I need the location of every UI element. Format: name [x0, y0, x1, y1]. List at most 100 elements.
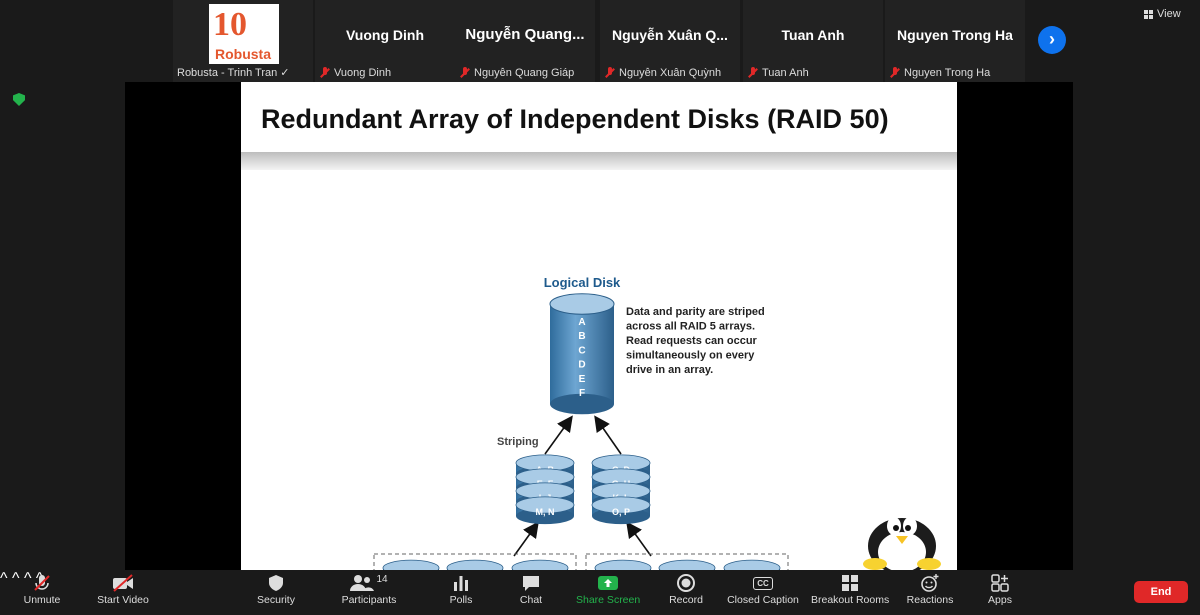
meeting-toolbar: Unmute ^ Start Video ^ Security 14 Parti… [0, 570, 1200, 615]
mic-off-icon [34, 575, 50, 591]
participant-display-3: Nguyễn Xuân Q... [612, 27, 728, 43]
note-line: across all RAID 5 arrays. [626, 321, 755, 333]
raid5-disk-3: CGParity0 [594, 559, 652, 570]
participant-tile-3[interactable]: Nguyễn Xuân Q... Nguyễn Xuân Quỳnh [600, 0, 740, 82]
video-off-icon [113, 574, 133, 592]
participant-tile-5[interactable]: Nguyen Trong Ha Nguyen Trong Ha [885, 0, 1025, 82]
encryption-shield-icon[interactable] [13, 93, 25, 106]
mic-muted-icon [747, 67, 759, 79]
penguin-sticker [863, 517, 941, 570]
raid5-disk-5: ParityHLParity [723, 559, 781, 570]
closed-caption-button[interactable]: CC Closed Caption [727, 576, 799, 606]
next-participants-button[interactable]: › [1038, 26, 1066, 54]
participant-name-3: Nguyễn Xuân Quỳnh [619, 67, 722, 79]
record-icon [677, 574, 695, 592]
stripe-set-1: C, DG, HK, LO, P [591, 454, 651, 525]
arrow [544, 415, 573, 455]
note-line: Data and parity are striped [626, 306, 765, 318]
record-button[interactable]: Record [667, 572, 705, 612]
audio-options-caret[interactable]: ^ [0, 570, 8, 587]
logical-disk-letter: F [579, 388, 585, 399]
chat-button[interactable]: Chat [516, 572, 546, 612]
slide-title: Redundant Array of Independent Disks (RA… [261, 104, 889, 134]
logo-number: 10 [213, 6, 247, 43]
arrow [626, 521, 652, 557]
view-label: View [1157, 8, 1181, 20]
arrows [513, 415, 652, 557]
participant-name-0: Robusta - Trinh Tran✓ [177, 66, 290, 80]
shared-screen: Redundant Array of Independent Disks (RA… [125, 82, 1073, 570]
raid5-arrays: AEParityM BParityIN ParityFJParity CGParity… [373, 553, 789, 570]
verified-check-icon: ✓ [280, 67, 290, 79]
closed-caption-icon: CC [753, 576, 773, 590]
participants-options-caret[interactable]: ^ [23, 570, 32, 587]
raid5-disk-2: ParityFJParity [511, 559, 569, 570]
chevron-right-icon: › [1049, 29, 1055, 49]
polls-button[interactable]: Polls [445, 572, 477, 612]
logical-disk-letter: D [578, 360, 585, 371]
arrow [594, 415, 622, 455]
mic-muted-icon [604, 67, 616, 79]
security-button[interactable]: Security [254, 572, 298, 612]
arrow [513, 521, 539, 557]
raid5-disk-4: 0ParityKP [658, 559, 716, 570]
title-divider [241, 152, 957, 170]
logical-disk-letter: A [578, 317, 585, 328]
striping-note: Data and parity are striped across all RA… [626, 306, 765, 376]
participant-display-2: Nguyễn Quang... [465, 26, 585, 43]
video-options-caret[interactable]: ^ [11, 570, 20, 587]
participant-display-5: Nguyen Trong Ha [897, 27, 1013, 43]
logical-disk-cylinder [549, 293, 615, 415]
apps-button[interactable]: Apps [984, 572, 1016, 612]
logical-disk-letter: C [578, 345, 585, 356]
disk-label: M, N [536, 507, 555, 517]
unmute-button[interactable]: Unmute [18, 572, 66, 612]
participant-name-2: Nguyễn Quang Giáp [474, 67, 575, 79]
note-line: drive in an array. [626, 364, 713, 376]
participant-tile-4[interactable]: Tuan Anh Tuan Anh [743, 0, 883, 82]
disk-label: O, P [612, 507, 630, 517]
view-button[interactable]: View [1144, 8, 1181, 20]
logical-disk-letter: B [578, 331, 585, 342]
raid5-disk-0: AEParityM [382, 559, 440, 570]
share-screen-button[interactable]: Share Screen [576, 572, 640, 612]
stripe-set-0: A, BE, FI, JM, N [515, 454, 575, 525]
participant-tile-1[interactable]: Vuong Dinh Vuong Dinh [315, 0, 455, 82]
raid5-disk-1: BParityIN [446, 559, 504, 570]
participant-tile-2[interactable]: Nguyễn Quang... Nguyễn Quang Giáp [455, 0, 595, 82]
robusta-logo: 10 Robusta [209, 4, 279, 64]
logical-disk-label: Logical Disk [544, 275, 621, 290]
breakout-rooms-icon [842, 575, 858, 591]
participant-display-1: Vuong Dinh [345, 27, 425, 43]
participants-button[interactable]: 14 Participants [341, 573, 397, 607]
presentation-slide: Redundant Array of Independent Disks (RA… [241, 82, 957, 570]
share-screen-icon [598, 576, 618, 590]
mic-muted-icon [459, 67, 471, 79]
participant-strip: 10 Robusta Robusta - Trinh Tran✓ Vuong D… [0, 0, 1200, 82]
apps-icon [991, 574, 1009, 592]
participant-name-4: Tuan Anh [762, 67, 809, 79]
participant-name-1: Vuong Dinh [334, 67, 392, 79]
participant-name-5: Nguyen Trong Ha [904, 67, 991, 79]
reactions-icon [921, 574, 939, 592]
breakout-rooms-button[interactable]: Breakout Rooms [811, 572, 889, 612]
stripe-sets: A, BE, FI, JM, N C, DG, HK, LO, P [515, 454, 651, 525]
participant-display-4: Tuan Anh [781, 27, 845, 43]
reactions-button[interactable]: Reactions [905, 572, 955, 612]
polls-icon [454, 576, 468, 591]
note-line: Read requests can occur [626, 335, 758, 347]
start-video-button[interactable]: Start Video [92, 572, 154, 612]
logo-brand: Robusta [215, 46, 271, 62]
mic-muted-icon [889, 67, 901, 79]
striping-label: Striping [497, 436, 539, 448]
raid5-array-right-box [585, 553, 789, 570]
note-line: simultaneously on every [626, 350, 755, 362]
participants-count: 14 [376, 573, 388, 585]
mic-muted-icon [319, 67, 331, 79]
grid-view-icon [1144, 9, 1153, 19]
raid5-array-left-box [373, 553, 577, 570]
end-meeting-button[interactable]: End [1134, 581, 1188, 603]
participant-tile-0[interactable]: 10 Robusta Robusta - Trinh Tran✓ [173, 0, 313, 82]
